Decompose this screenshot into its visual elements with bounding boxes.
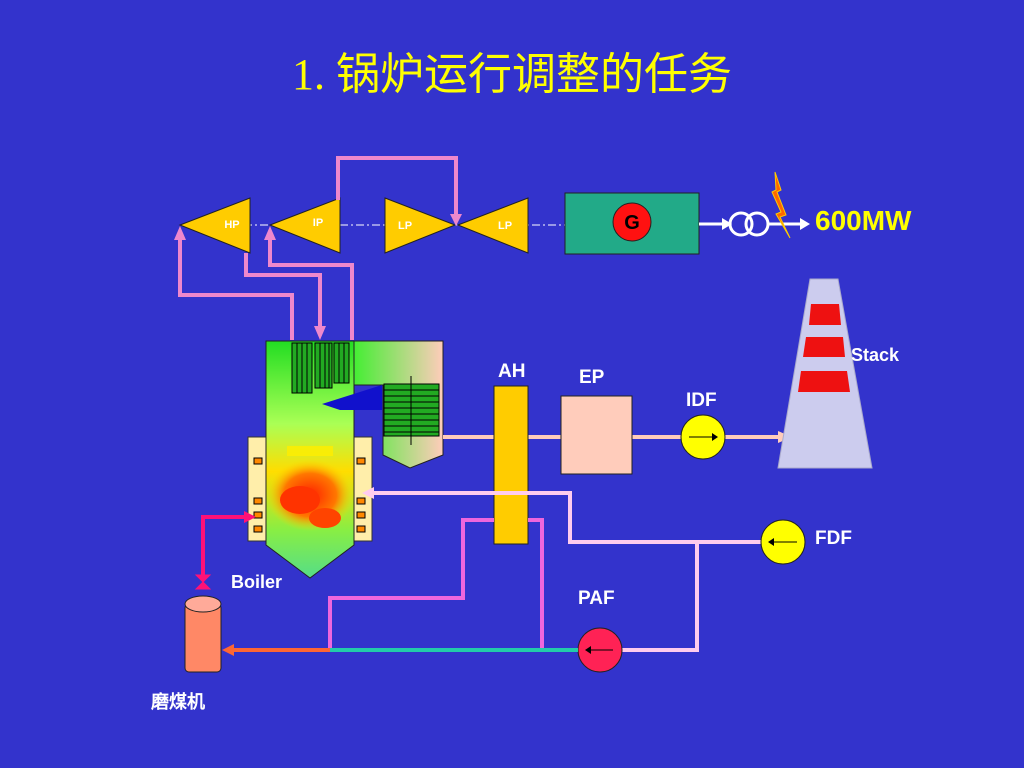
ip-turbine: [268, 197, 341, 254]
secondary-air-arrow: [362, 487, 374, 499]
page-title: 1. 锅炉运行调整的任务: [292, 50, 732, 99]
ep-label: EP: [579, 367, 605, 388]
lp-turbine-1: [384, 197, 457, 254]
main-steam-line: [178, 235, 294, 340]
coal-mill: [184, 603, 222, 673]
lightning-icon: [771, 171, 791, 239]
paf-inlet-line: [622, 542, 699, 652]
fdf-label: FDF: [815, 528, 852, 549]
boiler-burner-box-left: [247, 436, 269, 542]
boiler-burner-box-right: [351, 436, 373, 542]
generator-icon: [612, 202, 652, 242]
burner-port: [356, 457, 366, 465]
paf-arrow-head: [585, 646, 591, 654]
air-heater: [493, 385, 529, 545]
burner-port: [356, 511, 366, 519]
burner-port: [356, 497, 366, 505]
fdf-air-line: [528, 491, 762, 544]
fdf-arrow-head: [768, 538, 774, 546]
hp-turbine: [178, 197, 251, 254]
superheater-panels: [291, 342, 350, 394]
boiler-label: Boiler: [231, 572, 283, 592]
boiler-hot-zone: [287, 446, 333, 456]
burner-port: [253, 511, 263, 519]
boiler-flame-core: [280, 486, 320, 514]
idf-arrow-head: [712, 433, 718, 441]
idf-label: IDF: [686, 390, 717, 411]
power-output: 600MW: [815, 205, 912, 236]
burner-port: [253, 525, 263, 533]
gen-output-arrow: [722, 218, 732, 230]
furnace-nose: [322, 385, 382, 410]
crossover-arrow: [450, 214, 462, 226]
lp-turbine-2: [456, 197, 529, 254]
coal-pipe: [201, 515, 246, 580]
hot-reheat-line: [268, 235, 354, 340]
stack-stripe: [798, 371, 850, 392]
main-steam-arrow: [174, 226, 186, 240]
paf-label: PAF: [578, 588, 615, 609]
stack-stripe: [803, 337, 845, 357]
mill-air-arrow: [222, 644, 234, 656]
crossover-pipe: [336, 156, 458, 222]
transformer-icon-left: [728, 211, 754, 237]
cold-reheat-line: [244, 253, 322, 330]
grid-arrow: [800, 218, 810, 230]
coal-pipe-arrow: [244, 511, 256, 523]
boiler-flame-core: [309, 508, 341, 528]
transformer-icon-right: [744, 211, 770, 237]
primary-air-to-mill: [328, 518, 494, 650]
primary-air-line: [528, 518, 544, 650]
economizer-coils: [383, 376, 440, 445]
ah-label: AH: [498, 361, 526, 382]
burner-port: [253, 457, 263, 465]
hot-reheat-arrow: [264, 226, 276, 240]
coal-mill-top: [184, 595, 222, 613]
stack-stripe: [809, 304, 841, 325]
burner-port: [253, 497, 263, 505]
mill-label: 磨煤机: [151, 692, 205, 712]
hp-label: HP: [224, 219, 239, 231]
cold-reheat-arrow: [314, 326, 326, 340]
stack-label: Stack: [851, 345, 900, 365]
ip-label: IP: [313, 217, 323, 229]
valve-icon: [194, 574, 212, 590]
generator-label: G: [624, 212, 640, 234]
lp-label-1: LP: [398, 220, 412, 232]
electrostatic-precipitator: [560, 395, 633, 475]
burner-port: [356, 525, 366, 533]
lp-label-2: LP: [498, 220, 512, 232]
